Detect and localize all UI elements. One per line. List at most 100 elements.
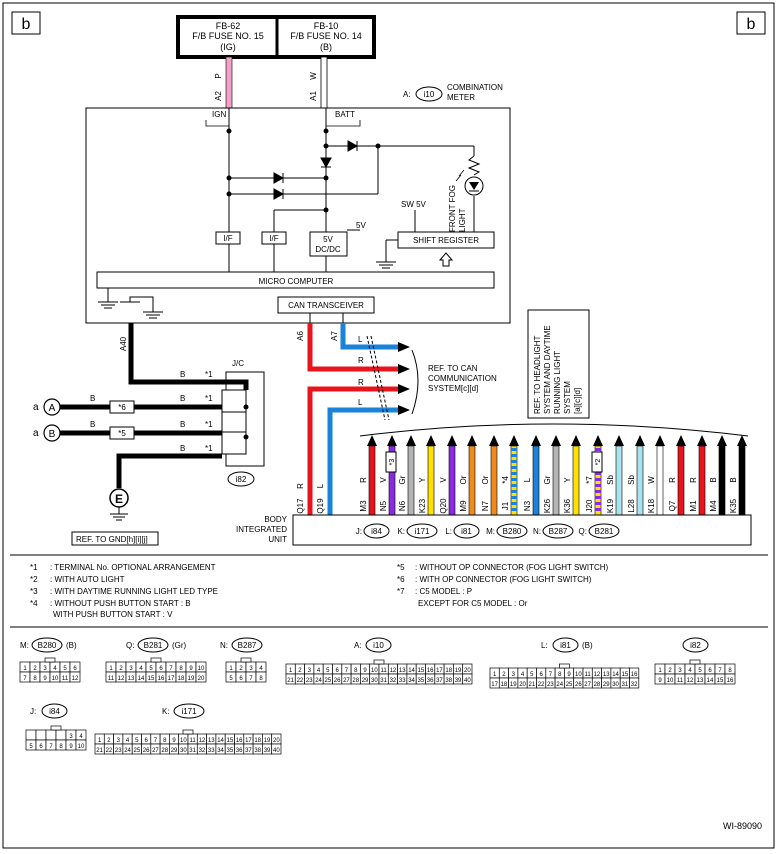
note-left-2-text: : WITH AUTO LIGHT	[50, 575, 125, 584]
meter-connector: i10	[424, 90, 435, 99]
biu-wire-6	[468, 445, 476, 516]
conn-key	[150, 657, 162, 663]
note-left-4-extra: WITH PUSH BUTTON START : V	[53, 610, 173, 619]
wire-a40	[128, 323, 249, 390]
conn-pin-number: 8	[163, 738, 167, 744]
if-label-1: I/F	[223, 234, 232, 243]
conn-pin-number: 9	[172, 738, 176, 744]
conn-pin-number: 27	[343, 678, 350, 684]
conn-pin-number: 26	[575, 682, 582, 688]
note-left-2-mark: *2	[30, 575, 38, 584]
biu-wire-arrow	[655, 435, 665, 446]
conn-pin-number: 13	[603, 672, 610, 678]
conn-pin-number: 18	[254, 738, 261, 744]
front-fog-light-label-2: LIGHT	[458, 208, 467, 232]
conn-pin-number: 26	[334, 678, 341, 684]
conn-pin-number: 10	[52, 676, 59, 682]
shift-register-label: SHIFT REGISTER	[413, 236, 479, 245]
biu-conn-code: B280	[503, 527, 522, 536]
conn-pin-number: 17	[436, 668, 443, 674]
biu-wire-stripe	[511, 454, 517, 457]
conn-pin-number: 9	[69, 744, 73, 750]
conn-pin-number: 15	[622, 672, 629, 678]
biu-wire-arrow	[447, 435, 457, 446]
biu-wire-stripe	[595, 496, 601, 499]
conn-pin-number: 21	[287, 678, 294, 684]
conn-header-code: i10	[373, 641, 384, 650]
biu-conn-oval	[453, 523, 480, 539]
conn-pin-number: 7	[154, 738, 158, 744]
conn-pin-number: 8	[33, 676, 37, 682]
conn-pin-number: 33	[208, 748, 215, 754]
biu-wire-color-label: Or	[459, 475, 468, 484]
biu-wire-stripe	[595, 508, 601, 511]
fuse-fb10-line1: F/B FUSE NO. 14	[290, 31, 362, 41]
conn-pin-number: 40	[273, 748, 280, 754]
biu-wire-arrow	[614, 435, 624, 446]
biu-pin-label: M9	[459, 500, 468, 512]
conn-pin-number: 2	[298, 668, 302, 674]
note-left-3-text: : WITH DAYTIME RUNNING LIGHT LED TYPE	[50, 587, 218, 596]
conn-pin-number: 25	[134, 748, 141, 754]
can-transceiver-box	[277, 296, 375, 314]
conn-pin-number: 5	[326, 668, 330, 674]
conn-header-code: B280	[38, 641, 57, 650]
conn-pin-number: 27	[584, 682, 591, 688]
biu-wire-arrow	[635, 435, 645, 446]
conn-pin-number: 3	[117, 738, 121, 744]
conn-pin-number: 7	[718, 668, 722, 674]
conn-pin-number: 2	[239, 666, 243, 672]
biu-name-1: BODY	[264, 515, 287, 524]
biu-pin-label: M3	[359, 500, 368, 512]
biu-wire-color-label: *4	[501, 476, 510, 484]
note-right-2-text: : WITH OP CONNECTOR (FOG LIGHT SWITCH)	[415, 575, 592, 584]
conn-pin-number: 2	[119, 666, 123, 672]
conn-pin-number: 29	[603, 682, 610, 688]
conn-pin-number: 5	[29, 744, 33, 750]
conn-pin-number: 32	[390, 678, 397, 684]
conn-pin-number: 31	[380, 678, 387, 684]
conn-pin-number: 14	[612, 672, 619, 678]
biu-conn-prefix: M:	[486, 527, 495, 536]
conn-pin-number: 38	[254, 748, 261, 754]
conn-pin-number: 7	[23, 676, 27, 682]
conn-pin-number: 30	[371, 678, 378, 684]
ref-headlight-line-3: RUNNING LIGHT	[553, 351, 562, 414]
conn-pin-number: 6	[708, 668, 712, 674]
conn-pin-number: 6	[73, 666, 77, 672]
conn-pin-number: 12	[687, 678, 694, 684]
biu-wire-color-label: Gr	[543, 475, 552, 484]
biu-wire-arrow	[571, 435, 581, 446]
circle-b-prefix: a	[33, 428, 39, 439]
biu-conn-prefix: Q:	[579, 527, 587, 536]
conn-pin-number: 29	[171, 748, 178, 754]
star2-label: *2	[595, 459, 602, 466]
biu-conn-code: i171	[414, 527, 430, 536]
conn-pin-number: 22	[106, 748, 113, 754]
conn-pin-number: 4	[521, 672, 525, 678]
conn-header-oval	[41, 703, 68, 719]
conn-pin-number: 11	[62, 676, 69, 682]
conn-pin-number: 9	[43, 676, 47, 682]
conn-pin-number: 6	[335, 668, 339, 674]
conn-pin-number: 8	[728, 668, 732, 674]
conn-pin-number: 24	[315, 678, 322, 684]
biu-pin-label: N5	[379, 500, 388, 511]
conn-pin-number: 3	[43, 666, 47, 672]
conn-pin-number: 14	[408, 668, 415, 674]
body-integrated-unit-box	[292, 514, 752, 546]
if-label-2: I/F	[269, 234, 278, 243]
conn-pin-number: 12	[390, 668, 397, 674]
conn-header-prefix: N:	[220, 641, 228, 650]
conn-pin-number: 1	[229, 666, 233, 672]
biu-pin-label: K26	[543, 498, 552, 513]
jc-wire-b-1: B	[180, 370, 185, 379]
jc-connector: i82	[236, 475, 247, 484]
conn-key	[50, 725, 62, 731]
can-transceiver-label: CAN TRANSCEIVER	[288, 301, 364, 310]
wire-a1-label: A1	[309, 91, 318, 101]
conn-pin-number: 25	[325, 678, 332, 684]
conn-pin-number: 8	[59, 744, 63, 750]
conn-header-prefix: A:	[354, 641, 362, 650]
conn-pin-number: 7	[169, 666, 173, 672]
